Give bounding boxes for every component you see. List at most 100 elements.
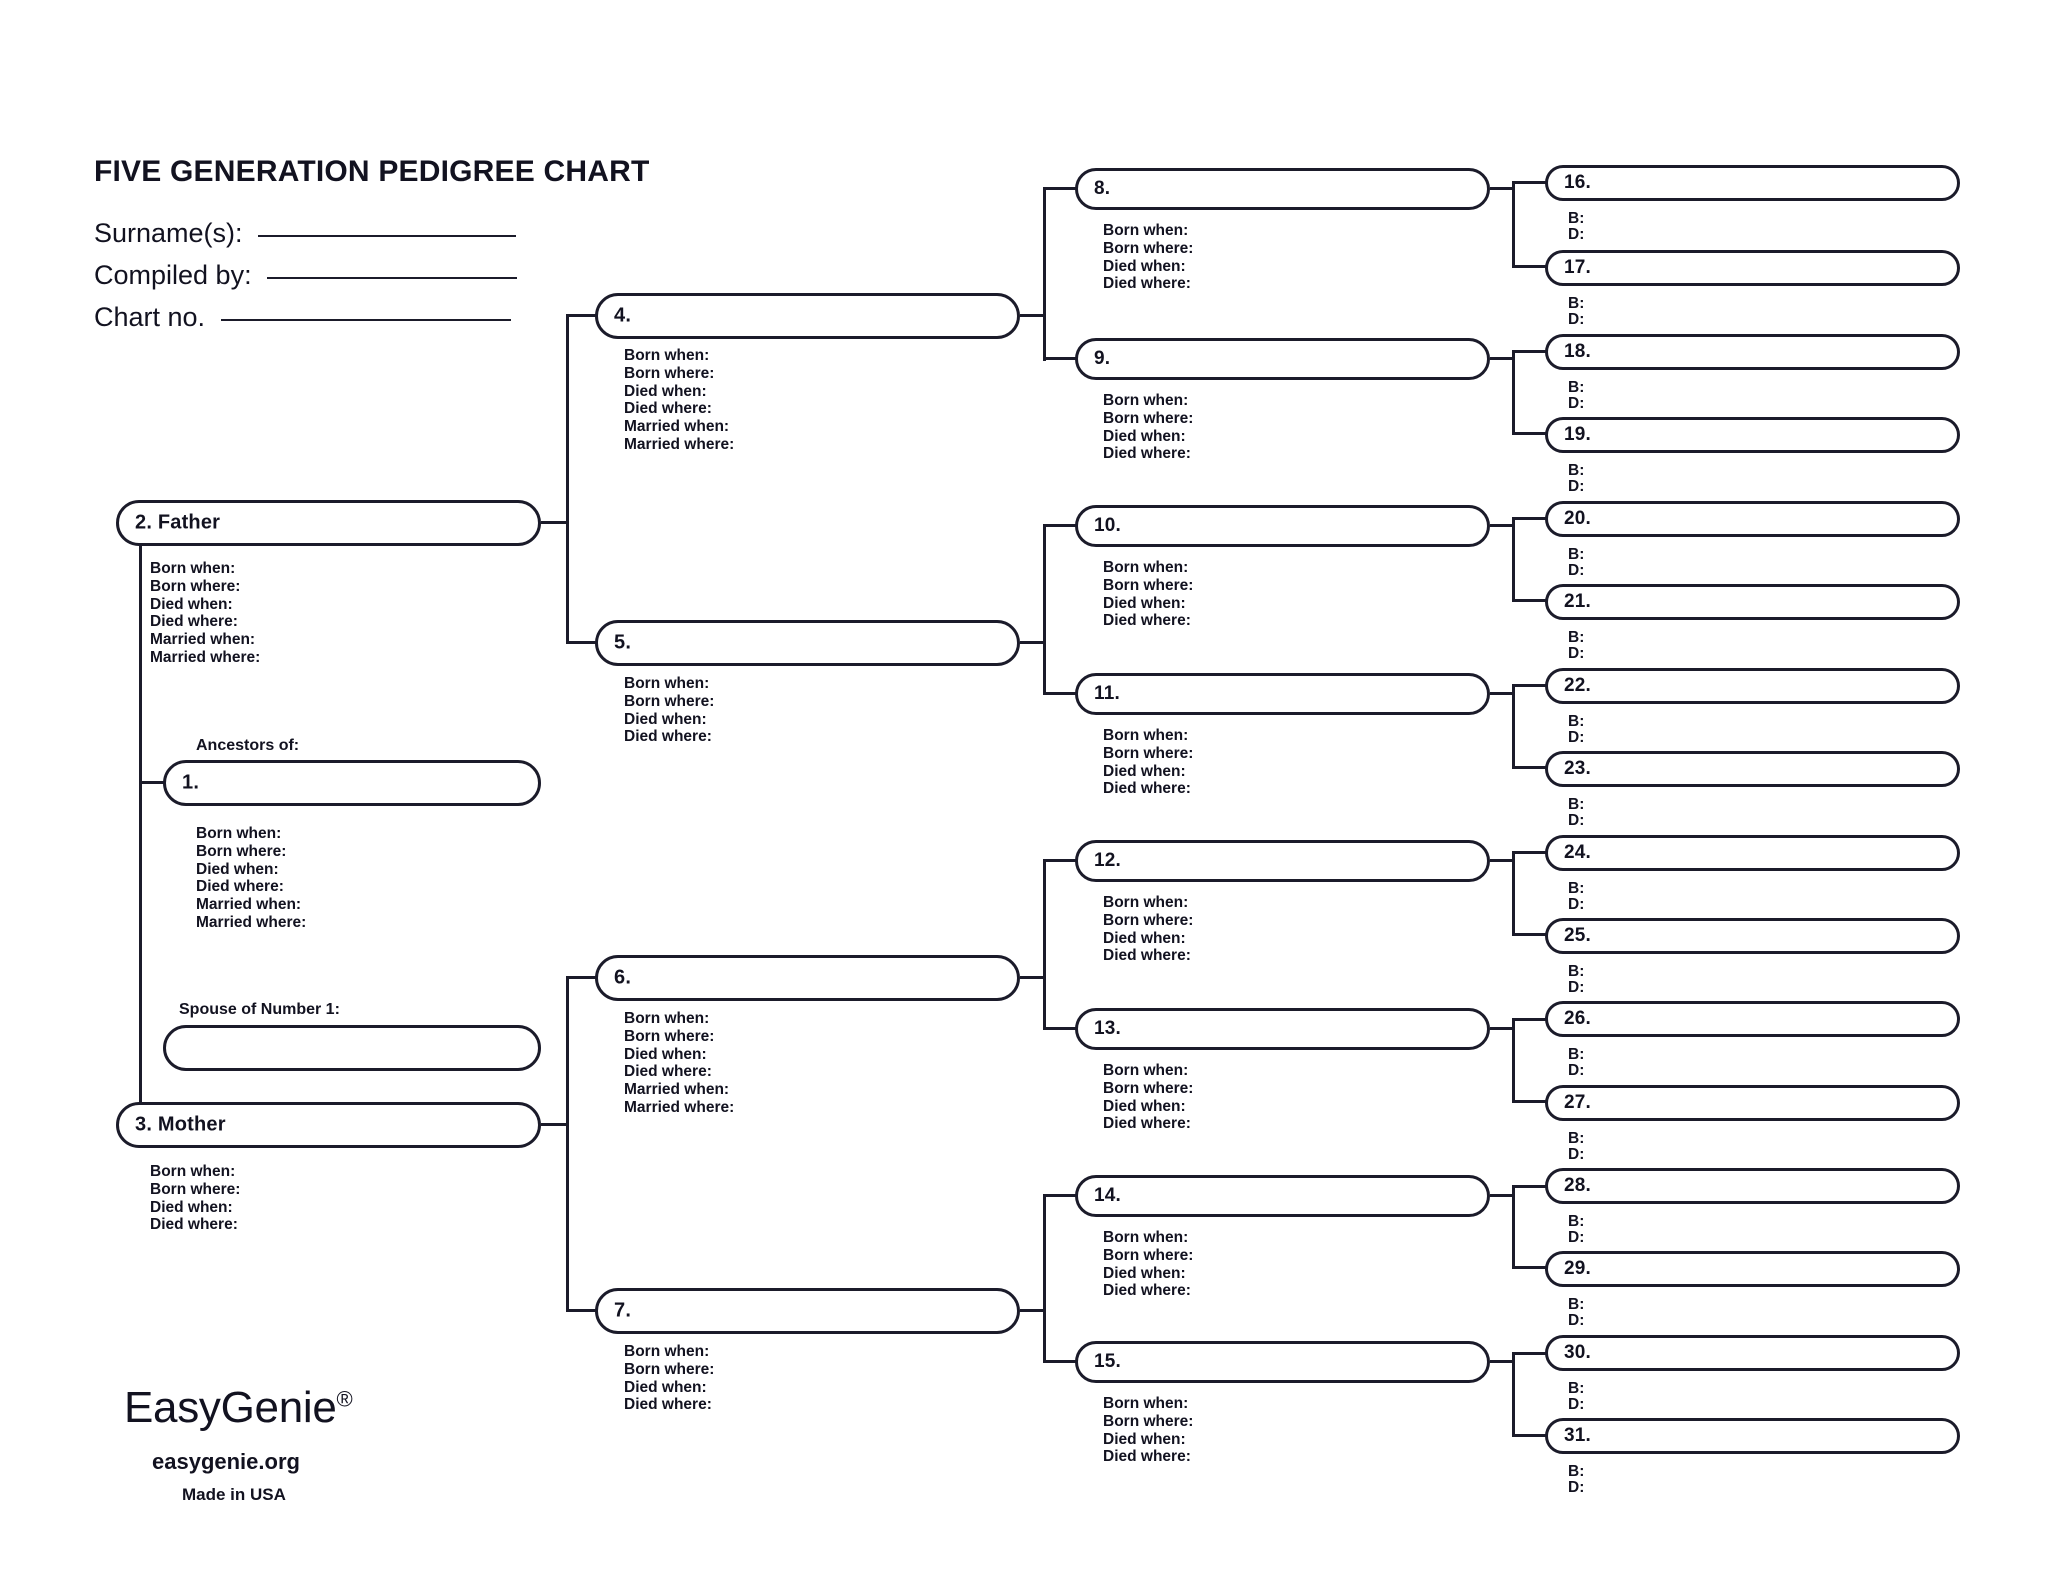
person-box-27-label: 27. xyxy=(1564,1092,1592,1113)
person-box-27[interactable]: 27. xyxy=(1545,1085,1960,1121)
connector-to-box22 xyxy=(1512,684,1550,688)
field-born-when: Born when: xyxy=(1103,727,1189,744)
person-box-30[interactable]: 30. xyxy=(1545,1335,1960,1371)
person-box-12[interactable]: 12. xyxy=(1075,840,1490,882)
person-box-24[interactable]: 24. xyxy=(1545,835,1960,871)
connector-to-box20 xyxy=(1512,517,1550,521)
person-box-6[interactable]: 6. xyxy=(595,955,1020,1001)
connector-gen2-upper-vertical xyxy=(566,314,570,643)
field-born-where: Born where: xyxy=(1103,576,1194,594)
connector-box2-stub xyxy=(541,521,569,525)
spouse-of-number-1-box[interactable] xyxy=(163,1025,541,1071)
field-died-where: Died where: xyxy=(624,728,712,746)
compiled-by-input-rule[interactable] xyxy=(267,276,518,279)
field-born-where: Born where: xyxy=(150,577,241,595)
person-box-2[interactable]: 2. Father xyxy=(116,500,541,546)
field-death-short: D: xyxy=(1568,979,1585,996)
person-box-4[interactable]: 4. xyxy=(595,293,1020,339)
connector-gen5-v-5 xyxy=(1512,851,1516,936)
person-box-23[interactable]: 23. xyxy=(1545,751,1960,787)
person-box-3[interactable]: 3. Mother xyxy=(116,1102,541,1148)
person-box-21[interactable]: 21. xyxy=(1545,584,1960,620)
person-box-13[interactable]: 13. xyxy=(1075,1008,1490,1050)
connector-to-box28 xyxy=(1512,1185,1550,1189)
field-birth-short: B: xyxy=(1568,210,1585,227)
field-death-short: D: xyxy=(1568,729,1585,746)
person-box-22[interactable]: 22. xyxy=(1545,668,1960,704)
person-box-13-label: 13. xyxy=(1094,1018,1122,1039)
connector-gen5-v-2 xyxy=(1512,350,1516,435)
person-box-7-label: 7. xyxy=(614,1299,632,1322)
field-birth-short: B: xyxy=(1568,546,1585,563)
person-12-fields: Born when: Born where: Died when: Died w… xyxy=(1103,894,1193,965)
person-box-16-label: 16. xyxy=(1564,172,1592,193)
person-box-5[interactable]: 5. xyxy=(595,620,1020,666)
person-box-1[interactable]: 1. xyxy=(163,760,541,806)
field-born-when: Born when: xyxy=(1103,1062,1189,1079)
person-box-21-label: 21. xyxy=(1564,591,1592,612)
connector-to-box31 xyxy=(1512,1434,1550,1438)
person-box-29-label: 29. xyxy=(1564,1258,1592,1279)
person-13-fields: Born when: Born where: Died when: Died w… xyxy=(1103,1062,1193,1133)
field-born-when: Born when: xyxy=(1103,392,1189,409)
ancestors-of-caption: Ancestors of: xyxy=(196,737,300,754)
person-box-31[interactable]: 31. xyxy=(1545,1418,1960,1454)
person-box-17[interactable]: 17. xyxy=(1545,250,1960,286)
field-born-where: Born where: xyxy=(624,364,715,382)
connector-box6-stub xyxy=(1020,976,1046,980)
person-22-fields: B: D: xyxy=(1568,714,1584,746)
connector-box9-stub xyxy=(1490,357,1515,361)
person-box-18[interactable]: 18. xyxy=(1545,334,1960,370)
field-born-when: Born when: xyxy=(1103,222,1189,239)
person-box-25[interactable]: 25. xyxy=(1545,918,1960,954)
field-died-when: Died when: xyxy=(624,382,707,400)
person-box-7[interactable]: 7. xyxy=(595,1288,1020,1334)
surname-field-row: Surname(s): xyxy=(94,218,517,249)
field-death-short: D: xyxy=(1568,478,1585,495)
person-box-26[interactable]: 26. xyxy=(1545,1001,1960,1037)
person-box-10[interactable]: 10. xyxy=(1075,505,1490,547)
person-box-11[interactable]: 11. xyxy=(1075,673,1490,715)
field-married-when: Married when: xyxy=(196,896,302,914)
field-died-where: Died where: xyxy=(624,400,712,418)
field-born-when: Born when: xyxy=(624,1010,710,1027)
person-box-19[interactable]: 19. xyxy=(1545,417,1960,453)
field-death-short: D: xyxy=(1568,1062,1585,1079)
field-born-when: Born when: xyxy=(624,675,710,692)
person-2-fields: Born when: Born where: Died when: Died w… xyxy=(150,560,260,667)
person-8-fields: Born when: Born where: Died when: Died w… xyxy=(1103,222,1193,293)
easygenie-brand-text: EasyGenie xyxy=(124,1383,337,1432)
chart-no-input-rule[interactable] xyxy=(220,318,511,321)
connector-box3-stub xyxy=(541,1123,569,1127)
person-box-25-label: 25. xyxy=(1564,925,1592,946)
chart-no-label: Chart no. xyxy=(94,302,206,332)
field-death-short: D: xyxy=(1568,645,1585,662)
person-box-9[interactable]: 9. xyxy=(1075,338,1490,380)
person-box-6-label: 6. xyxy=(614,966,632,989)
person-box-8[interactable]: 8. xyxy=(1075,168,1490,210)
person-box-20[interactable]: 20. xyxy=(1545,501,1960,537)
field-born-where: Born where: xyxy=(1103,239,1194,257)
compiled-by-field-row: Compiled by: xyxy=(94,260,518,291)
person-box-12-label: 12. xyxy=(1094,850,1122,871)
made-in-usa-text: Made in USA xyxy=(182,1485,286,1504)
surname-input-rule[interactable] xyxy=(258,234,517,237)
connector-box8-stub xyxy=(1490,187,1515,191)
person-box-8-label: 8. xyxy=(1094,178,1111,199)
person-box-16[interactable]: 16. xyxy=(1545,165,1960,201)
person-box-14[interactable]: 14. xyxy=(1075,1175,1490,1217)
person-box-15[interactable]: 15. xyxy=(1075,1341,1490,1383)
connector-to-box4 xyxy=(566,314,597,318)
field-died-where: Died where: xyxy=(1103,1115,1191,1133)
person-5-fields: Born when: Born where: Died when: Died w… xyxy=(624,675,714,746)
person-box-28[interactable]: 28. xyxy=(1545,1168,1960,1204)
person-6-fields: Born when: Born where: Died when: Died w… xyxy=(624,1010,734,1117)
connector-to-box24 xyxy=(1512,851,1550,855)
person-box-29[interactable]: 29. xyxy=(1545,1251,1960,1287)
field-born-where: Born where: xyxy=(1103,409,1194,427)
connector-to-box11 xyxy=(1043,692,1078,696)
field-born-when: Born when: xyxy=(624,347,710,364)
field-married-when: Married when: xyxy=(150,631,256,649)
connector-gen5-v-4 xyxy=(1512,684,1516,769)
field-died-where: Died where: xyxy=(1103,947,1191,965)
